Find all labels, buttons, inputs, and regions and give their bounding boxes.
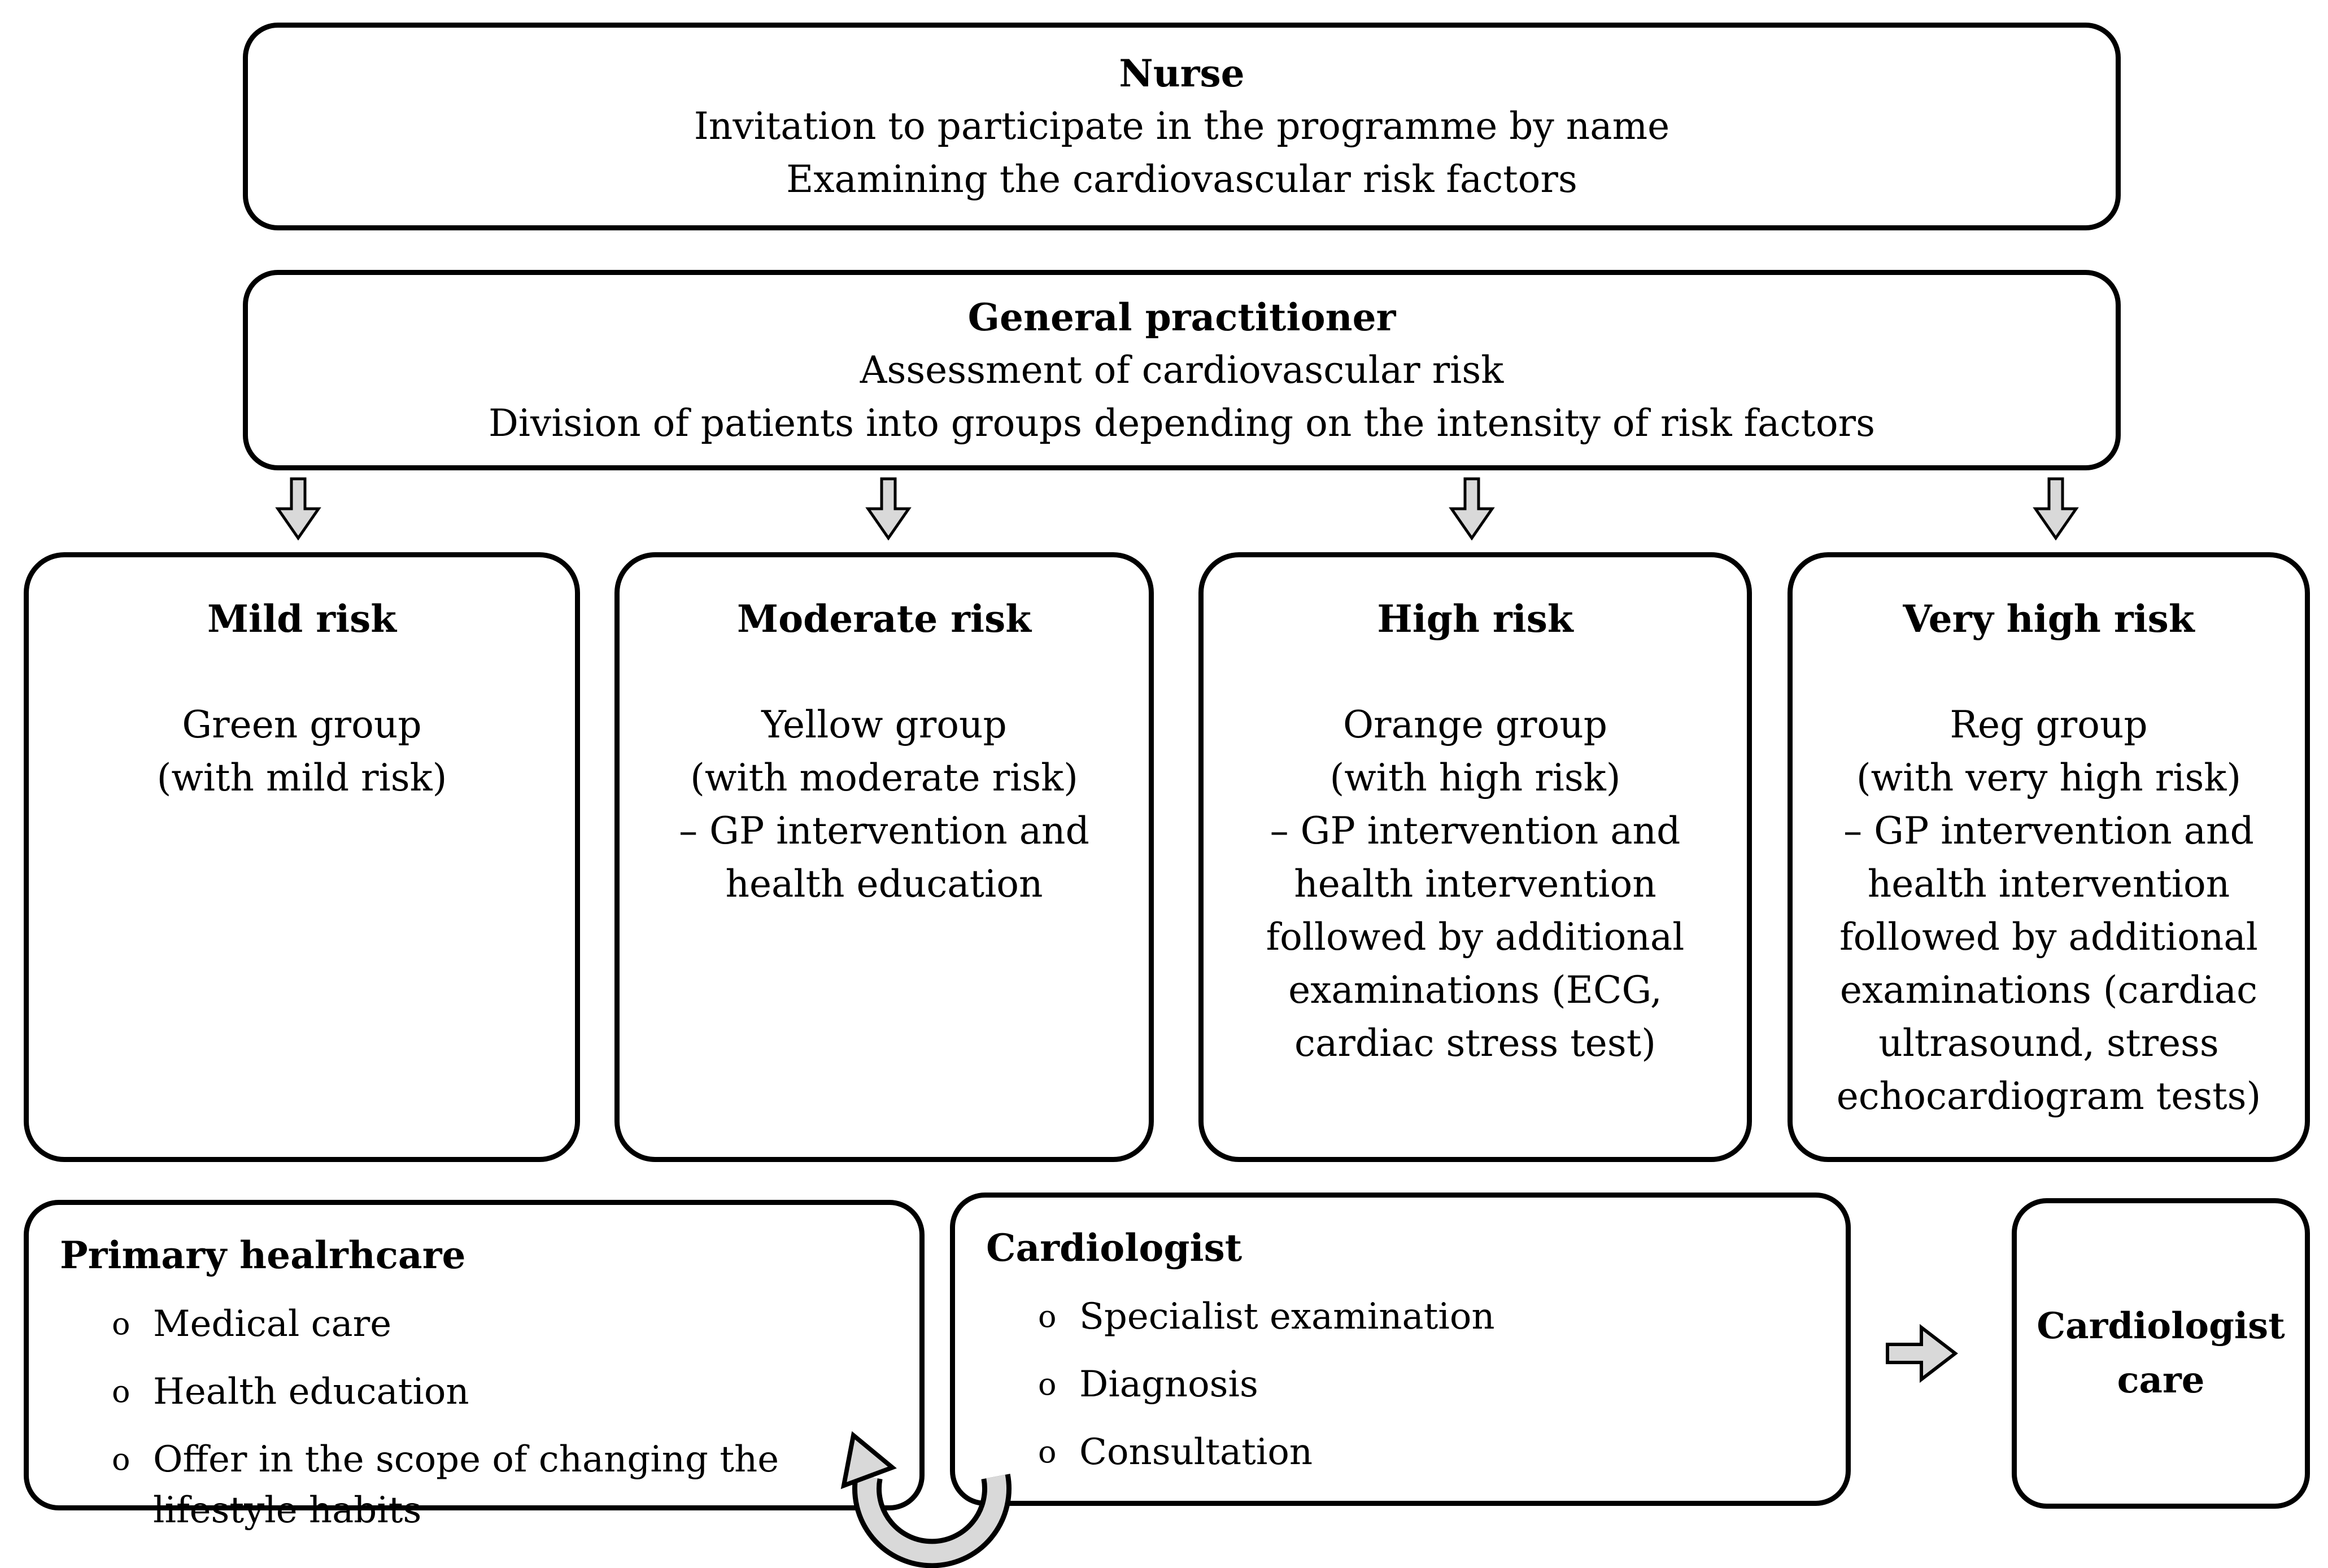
cardiologist-box: Cardiologist o Specialist examination o … (950, 1193, 1851, 1506)
risk-box-high: High risk Orange group (with high risk) … (1198, 552, 1752, 1162)
list-item: o Health education (60, 1366, 888, 1417)
circle-bullet-icon: o (1038, 1299, 1057, 1334)
list-item-label: Diagnosis (1079, 1364, 1258, 1405)
gp-box-line-1: Assessment of cardiovascular risk (860, 348, 1504, 392)
down-arrow-icon (865, 477, 912, 540)
list-item-label: Health education (153, 1371, 469, 1413)
cardiologist-title: Cardiologist (986, 1226, 1243, 1270)
list-item-label: Medical care (153, 1303, 392, 1345)
cardiologist-care-box: Cardiologist care (2012, 1198, 2310, 1509)
gp-box-title: General practitioner (967, 295, 1396, 339)
nurse-box-line-2: Examining the cardiovascular risk factor… (786, 158, 1577, 201)
list-item: o Offer in the scope of changing the lif… (60, 1434, 888, 1536)
down-arrow-icon (275, 477, 321, 540)
risk-box-moderate-title: Moderate risk (737, 597, 1031, 641)
cardiologist-care-label: Cardiologist care (2037, 1305, 2285, 1401)
risk-box-mild-body: Green group (with mild risk) (156, 703, 447, 800)
right-arrow-icon (1886, 1324, 1958, 1383)
down-arrow-icon (2033, 477, 2079, 540)
risk-box-very-high-title: Very high risk (1903, 597, 2195, 641)
risk-box-moderate-body: Yellow group (with moderate risk) – GP i… (679, 703, 1089, 906)
risk-box-very-high-body: Reg group (with very high risk) – GP int… (1836, 703, 2261, 1118)
circle-bullet-icon: o (112, 1374, 130, 1409)
list-item: o Consultation (986, 1427, 1815, 1478)
list-item: o Medical care (60, 1299, 888, 1349)
risk-box-high-body: Orange group (with high risk) – GP inter… (1266, 703, 1685, 1065)
circle-bullet-icon: o (1038, 1366, 1057, 1402)
risk-box-mild-title: Mild risk (207, 597, 397, 641)
circle-bullet-icon: o (112, 1306, 130, 1342)
list-item-label: Consultation (1079, 1431, 1313, 1473)
gp-box-line-2: Division of patients into groups dependi… (489, 401, 1875, 445)
list-item: o Specialist examination (986, 1291, 1815, 1342)
primary-healthcare-list: o Medical care o Health education o Offe… (60, 1299, 888, 1536)
general-practitioner-box: General practitioner Assessment of cardi… (243, 270, 2121, 470)
nurse-box-title: Nurse (1119, 51, 1245, 95)
cardiologist-list: o Specialist examination o Diagnosis o C… (986, 1291, 1815, 1478)
list-item-label: Offer in the scope of changing the lifes… (153, 1439, 779, 1531)
list-item-label: Specialist examination (1079, 1296, 1495, 1338)
circle-bullet-icon: o (1038, 1434, 1057, 1470)
risk-box-very-high: Very high risk Reg group (with very high… (1788, 552, 2310, 1162)
down-arrow-icon (1449, 477, 1495, 540)
risk-box-moderate: Moderate risk Yellow group (with moderat… (614, 552, 1154, 1162)
primary-healthcare-box: Primary healrhcare o Medical care o Heal… (24, 1200, 925, 1531)
nurse-box: Nurse Invitation to participate in the p… (243, 23, 2121, 230)
circle-bullet-icon: o (112, 1442, 130, 1477)
list-item: o Diagnosis (986, 1359, 1815, 1410)
primary-healthcare-title: Primary healrhcare (60, 1233, 466, 1277)
risk-box-mild: Mild risk Green group (with mild risk) (24, 552, 580, 1162)
risk-box-high-title: High risk (1377, 597, 1573, 641)
nurse-box-line-1: Invitation to participate in the program… (694, 104, 1670, 148)
loop-return-arrow-icon (840, 1431, 1012, 1568)
